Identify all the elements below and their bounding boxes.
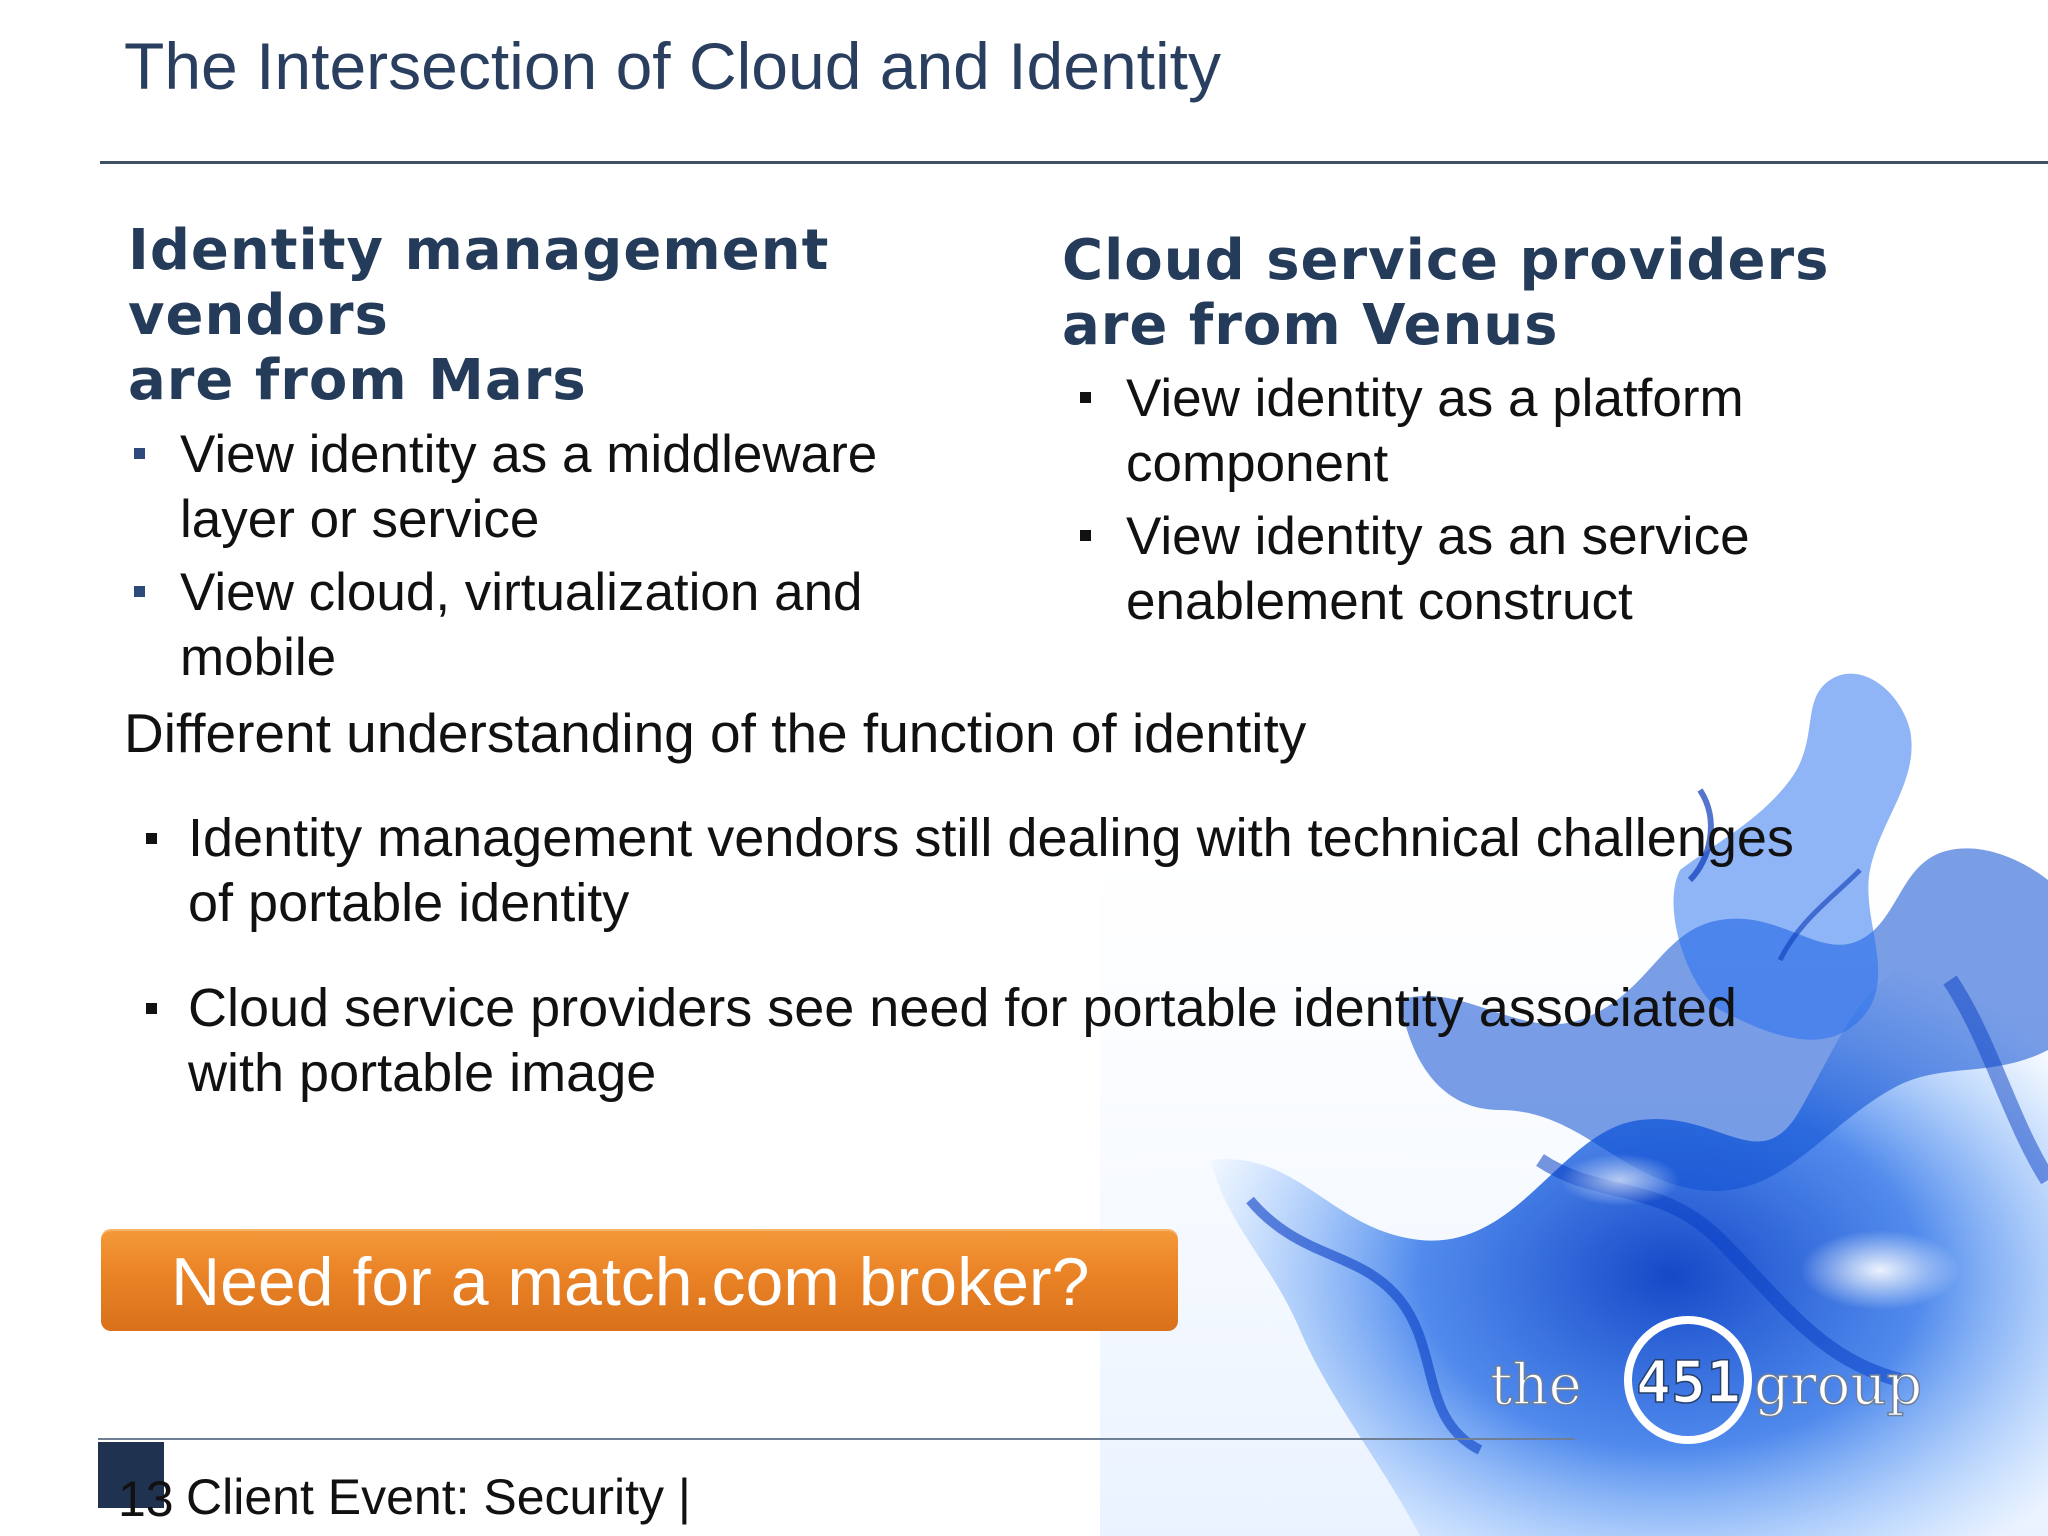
the-451-group-logo: the 451 group xyxy=(1489,1316,1923,1444)
left-column-bullets: View identity as a middleware layer or s… xyxy=(128,422,877,698)
left-column-heading: Identity management vendors are from Mar… xyxy=(128,218,829,413)
right-column-heading: Cloud service providers are from Venus xyxy=(1062,228,1829,358)
footer-square-marker xyxy=(98,1442,164,1508)
svg-text:group: group xyxy=(1754,1353,1922,1418)
heading-line: vendors xyxy=(128,283,389,348)
callout-banner: Need for a match.com broker? xyxy=(101,1229,1178,1331)
svg-text:451: 451 xyxy=(1636,1348,1741,1416)
page-number: 13 xyxy=(118,1471,174,1527)
right-column-bullets: View identity as a platform component Vi… xyxy=(1074,366,1750,642)
heading-line: Identity management xyxy=(128,218,830,283)
footer-text: Client Event: Security | xyxy=(186,1469,691,1525)
bullet-square-icon xyxy=(134,586,145,597)
list-item: View identity as a middleware layer or s… xyxy=(128,422,877,552)
bullet-text: of portable identity xyxy=(188,873,630,933)
bullet-text: mobile xyxy=(180,628,337,687)
bullet-text: View identity as a middleware xyxy=(180,425,878,484)
bullet-text: Identity management vendors still dealin… xyxy=(188,808,1794,868)
bullet-square-icon xyxy=(134,448,145,459)
callout-text: Need for a match.com broker? xyxy=(171,1244,1090,1320)
slide-title: The Intersection of Cloud and Identity xyxy=(124,29,1221,103)
bullet-square-icon xyxy=(146,833,157,844)
title-divider xyxy=(100,161,2048,164)
footer-divider xyxy=(98,1438,1575,1440)
list-item: View identity as an service enablement c… xyxy=(1074,504,1750,634)
bullet-square-icon xyxy=(1080,530,1091,541)
bullet-text: View cloud, virtualization and xyxy=(180,563,863,622)
heading-line: are from Mars xyxy=(128,348,587,413)
bullet-text: component xyxy=(1126,434,1389,493)
list-item: Cloud service providers see need for por… xyxy=(138,976,1794,1106)
list-item: View identity as a platform component xyxy=(1074,366,1750,496)
bullet-text: View identity as an service xyxy=(1126,507,1750,566)
heading-line: Cloud service providers xyxy=(1062,228,1830,293)
section-subheading: Different understanding of the function … xyxy=(124,702,1307,764)
bullet-text: View identity as a platform xyxy=(1126,369,1744,428)
list-item: View cloud, virtualization and mobile xyxy=(128,560,877,690)
list-item: Identity management vendors still dealin… xyxy=(138,806,1794,936)
heading-line: are from Venus xyxy=(1062,293,1559,358)
bullet-text: layer or service xyxy=(180,490,540,549)
bullet-square-icon xyxy=(1080,392,1091,403)
svg-text:the: the xyxy=(1490,1353,1582,1418)
bullet-text: with portable image xyxy=(188,1043,657,1103)
bullet-square-icon xyxy=(146,1003,157,1014)
bullet-text: enablement construct xyxy=(1126,572,1633,631)
main-bullets: Identity management vendors still dealin… xyxy=(138,806,1794,1106)
bullet-text: Cloud service providers see need for por… xyxy=(188,978,1737,1038)
